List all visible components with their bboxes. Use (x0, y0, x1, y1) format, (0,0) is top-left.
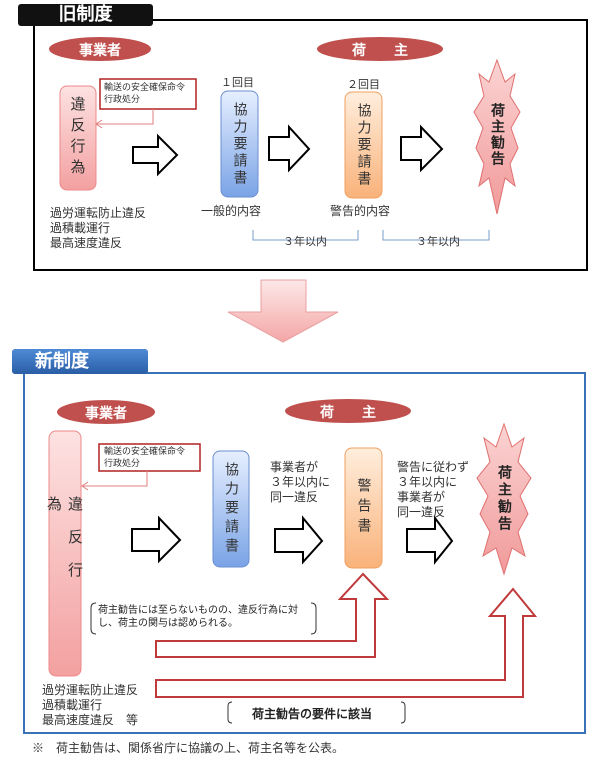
new-violation-item: 最高速度違反 等 (42, 713, 139, 727)
new-system-frame (23, 372, 586, 734)
note-requirement-bracket-left (227, 701, 233, 724)
new-admin-line-1: 輸送の安全確保命令 (104, 447, 186, 457)
old-admin-box (99, 78, 197, 110)
condition-1-line: 同一違反 (270, 490, 319, 504)
new-admin-arrowhead (81, 481, 89, 491)
new-admin-text: 輸送の安全確保命令 行政処分 (104, 446, 200, 470)
condition-2-line: ３年以内に (397, 475, 458, 489)
note-requirement: 荷主勧告の要件に該当 (252, 707, 373, 721)
old-period-1: ３年以内 (283, 235, 327, 248)
old-admin-connector (96, 109, 154, 125)
new-shipper-label: 荷 主 (320, 405, 376, 421)
new-violations-list: 過労運転防止違反 過積載運行 最高速度違反 等 (42, 683, 138, 728)
old-second-label: ２回目 (347, 78, 380, 91)
old-violation-box (59, 85, 97, 191)
old-recommendation-burst (473, 58, 521, 215)
old-admin-text: 輸送の安全確保命令 行政処分 (104, 82, 196, 106)
new-admin-connector (82, 471, 148, 487)
condition-2-line: 同一違反 (397, 505, 446, 519)
new-system-title-tab (12, 349, 148, 374)
old-carrier-label: 事業者 (79, 43, 121, 59)
new-condition-2: 警告に従わず ３年以内に 事業者が 同一違反 (397, 460, 469, 520)
new-arrow-3 (406, 514, 454, 565)
old-system-frame (33, 19, 588, 271)
new-violation-item: 過労運転防止違反 (42, 683, 139, 697)
footnote: ※ 荷主勧告は、関係省庁に協議の上、荷主名等を公表。 (32, 741, 345, 755)
new-shipper-oval (285, 399, 411, 423)
new-request-box (212, 450, 250, 568)
old-system-title-tab (18, 4, 153, 26)
old-admin-line-1: 輸送の安全確保命令 (104, 83, 186, 93)
new-carrier-label: 事業者 (85, 406, 127, 422)
old-arrow-3 (400, 124, 444, 173)
note-involvement-bracket-right (310, 602, 317, 635)
condition-2-line: 事業者が (397, 490, 446, 504)
old-shipper-label: 荷 主 (352, 43, 408, 59)
new-warning-box (344, 447, 383, 569)
condition-1-line: 事業者が (270, 460, 319, 474)
new-arrow-1 (131, 515, 182, 564)
old-general-content: 一般的内容 (201, 204, 262, 218)
new-carrier-oval (57, 400, 155, 424)
condition-1-line: ３年以内に (270, 475, 331, 489)
new-system-title: 新制度 (35, 351, 89, 372)
old-system-title: 旧制度 (58, 4, 113, 25)
new-recommendation-burst (476, 422, 532, 576)
new-warning-doc: 警告書 (355, 478, 372, 538)
old-violation-item: 過積載運行 (50, 221, 111, 235)
old-request-box-2 (344, 91, 383, 199)
old-violation-item: 過労運転防止違反 (50, 206, 147, 220)
new-violation-item: 過積載運行 (42, 698, 103, 712)
note-involvement-line: し、荷主の関与は認められる。 (98, 618, 238, 629)
new-admin-line-2: 行政処分 (104, 459, 141, 469)
old-violations-list: 過労運転防止違反 過積載運行 最高速度違反 (50, 206, 146, 251)
old-period-2: ３年以内 (416, 235, 460, 248)
new-arrow-2 (274, 515, 324, 565)
old-admin-line-2: 行政処分 (104, 95, 141, 105)
flow-arrow-to-warning (155, 572, 390, 658)
old-warning-content: 警告的内容 (330, 204, 391, 218)
new-request-doc: 協力要請書 (223, 461, 239, 557)
new-recommendation-text: 荷主勧告 (496, 465, 512, 533)
new-admin-box (98, 443, 201, 472)
old-violation-text: 違反行為 (68, 96, 87, 180)
old-carrier-oval (49, 37, 151, 61)
note-involvement-bracket-left (90, 602, 97, 635)
old-violation-item: 最高速度違反 (50, 236, 123, 250)
note-involvement: 荷主勧告には至らないものの、違反行為に対 し、荷主の関与は認められる。 (98, 604, 298, 630)
new-condition-1: 事業者が ３年以内に 同一違反 (270, 460, 330, 505)
old-period-bracket-2 (382, 230, 490, 241)
transition-arrow (227, 279, 339, 343)
old-period-bracket-1 (252, 230, 359, 241)
note-involvement-line: 荷主勧告には至らないものの、違反行為に対 (98, 605, 298, 616)
old-first-label: １回目 (221, 76, 254, 89)
new-violation-text: 違反行為 (45, 496, 84, 595)
old-arrow-1 (132, 133, 179, 177)
old-arrow-2 (268, 124, 311, 173)
old-admin-arrowhead (95, 119, 103, 129)
old-request-doc-1: 協力要請書 (231, 101, 248, 187)
old-shipper-oval (317, 37, 443, 61)
old-recommendation-text: 荷主勧告 (489, 103, 505, 167)
note-requirement-bracket-right (400, 701, 406, 724)
old-request-doc-2: 協力要請書 (355, 102, 372, 188)
old-request-box-1 (220, 90, 259, 198)
new-violation-box (48, 430, 82, 677)
condition-2-line: 警告に従わず (397, 460, 470, 474)
flow-arrow-to-recommendation (155, 587, 538, 698)
